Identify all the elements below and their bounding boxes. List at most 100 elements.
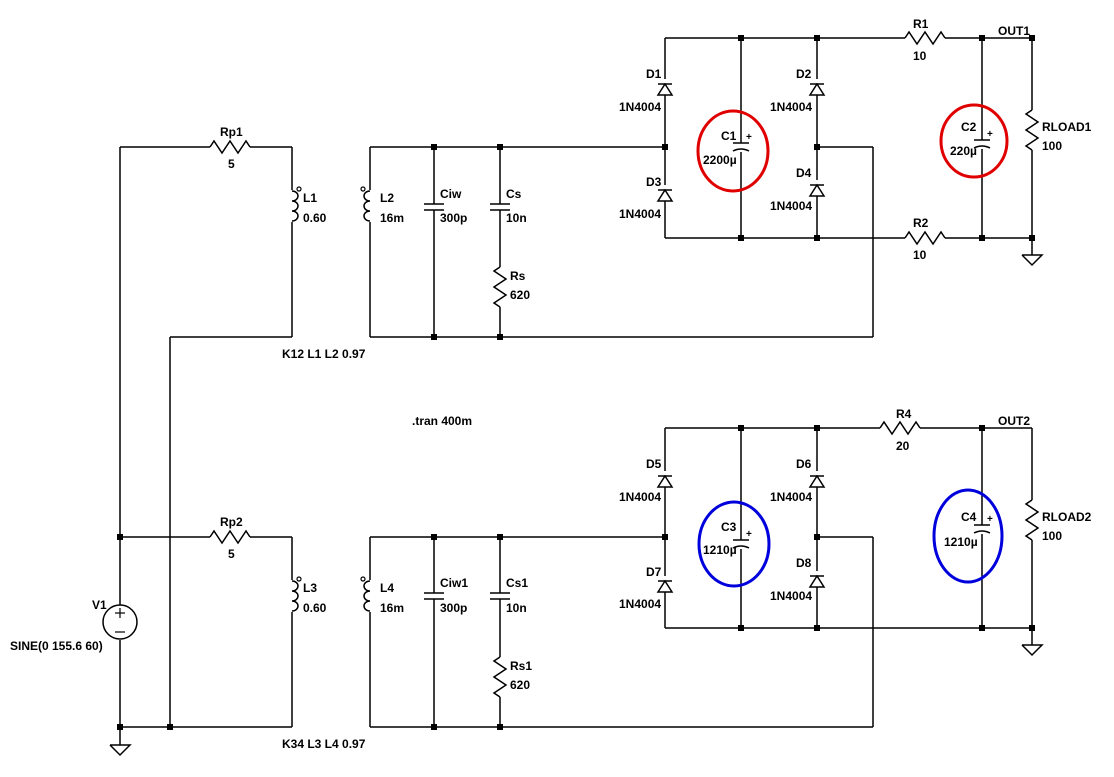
rload2-value: 100 — [1042, 529, 1062, 543]
capacitor-cs[interactable]: Cs 10n — [489, 187, 527, 225]
r4-value: 20 — [896, 439, 910, 453]
v1-name: V1 — [92, 598, 107, 612]
cs-value: 10n — [506, 211, 527, 225]
capacitor-c1[interactable]: C1 2200µ — [703, 129, 753, 167]
c1-name: C1 — [721, 129, 737, 143]
rp1-value: 5 — [228, 157, 235, 171]
resistor-rs[interactable]: Rs 620 — [493, 266, 530, 308]
rp1-name: Rp1 — [220, 125, 243, 139]
diode-d7[interactable]: D7 1N4004 — [619, 565, 673, 611]
c3-name: C3 — [721, 520, 737, 534]
d2-model: 1N4004 — [770, 100, 812, 114]
tran-directive[interactable]: .tran 400m — [412, 414, 472, 428]
ciw-name: Ciw — [440, 187, 462, 201]
ciw1-name: Ciw1 — [440, 576, 468, 590]
capacitor-ciw1[interactable]: Ciw1 300p — [423, 576, 468, 615]
inductor-l3[interactable]: L3 0.60 — [291, 576, 327, 615]
l2-name: L2 — [380, 191, 394, 205]
d1-model: 1N4004 — [619, 100, 661, 114]
l3-name: L3 — [303, 581, 317, 595]
diode-d8[interactable]: D8 1N4004 — [770, 556, 825, 603]
l1-value: 0.60 — [303, 211, 327, 225]
cs1-name: Cs1 — [506, 576, 528, 590]
inductor-l2[interactable]: L2 16m — [360, 186, 404, 225]
c2-name: C2 — [961, 120, 977, 134]
l1-name: L1 — [303, 191, 317, 205]
top-secondary-wiring — [369, 37, 1033, 338]
out1-label[interactable]: OUT1 — [998, 24, 1030, 38]
ciw-value: 300p — [440, 211, 467, 225]
c3-value: 1210µ — [703, 543, 737, 557]
v1-value: SINE(0 155.6 60) — [10, 639, 103, 653]
capacitor-c4[interactable]: C4 1210µ — [944, 510, 994, 549]
d3-name: D3 — [646, 175, 662, 189]
r1-name: R1 — [913, 17, 929, 31]
d8-name: D8 — [796, 556, 812, 570]
c4-name: C4 — [961, 510, 977, 524]
diode-d4[interactable]: D4 1N4004 — [770, 166, 825, 213]
d5-model: 1N4004 — [619, 490, 661, 504]
c4-value: 1210µ — [944, 535, 978, 549]
resistor-rload2[interactable]: RLOAD2 100 — [1025, 499, 1092, 543]
rload1-name: RLOAD1 — [1042, 120, 1092, 134]
rs1-value: 620 — [510, 678, 530, 692]
d2-name: D2 — [796, 67, 812, 81]
c2-highlight-circle — [939, 103, 1009, 179]
cs-name: Cs — [506, 187, 522, 201]
capacitor-c3[interactable]: C3 1210µ — [703, 520, 753, 557]
k34-directive[interactable]: K34 L3 L4 0.97 — [282, 737, 366, 751]
primary-wiring — [119, 146, 293, 745]
resistor-rp1[interactable]: Rp1 5 — [209, 125, 251, 171]
d6-model: 1N4004 — [770, 490, 812, 504]
inductor-l1[interactable]: L1 0.60 — [291, 186, 327, 225]
rp2-value: 5 — [228, 547, 235, 561]
out2-label[interactable]: OUT2 — [998, 414, 1030, 428]
r2-value: 10 — [913, 248, 927, 262]
l2-value: 16m — [380, 211, 404, 225]
capacitor-c2[interactable]: C2 220µ — [950, 120, 994, 158]
diode-d3[interactable]: D3 1N4004 — [619, 175, 673, 221]
diode-d1[interactable]: D1 1N4004 — [619, 67, 673, 114]
d4-model: 1N4004 — [770, 199, 812, 213]
voltage-source-v1[interactable]: V1 SINE(0 155.6 60) — [10, 598, 138, 653]
d4-name: D4 — [796, 166, 812, 180]
cs1-value: 10n — [506, 601, 527, 615]
inductor-l4[interactable]: L4 16m — [360, 576, 404, 615]
rs-value: 620 — [510, 288, 530, 302]
diode-d5[interactable]: D5 1N4004 — [619, 457, 673, 504]
d7-model: 1N4004 — [619, 597, 661, 611]
diode-d2[interactable]: D2 1N4004 — [770, 67, 825, 114]
d7-name: D7 — [646, 565, 662, 579]
c1-highlight-circle — [696, 109, 770, 193]
resistor-r2[interactable]: R2 10 — [904, 216, 946, 262]
l4-value: 16m — [380, 601, 404, 615]
r1-value: 10 — [913, 49, 927, 63]
rs-name: Rs — [510, 269, 526, 283]
k12-directive[interactable]: K12 L1 L2 0.97 — [282, 347, 366, 361]
r4-name: R4 — [896, 407, 912, 421]
resistor-r4[interactable]: R4 20 — [879, 407, 921, 453]
c4-highlight-circle — [932, 488, 1004, 584]
rp2-name: Rp2 — [220, 515, 243, 529]
l3-value: 0.60 — [303, 601, 327, 615]
d6-name: D6 — [796, 457, 812, 471]
l4-name: L4 — [380, 581, 394, 595]
d8-model: 1N4004 — [770, 589, 812, 603]
d5-name: D5 — [646, 457, 662, 471]
resistor-r1[interactable]: R1 10 — [904, 17, 946, 63]
capacitor-cs1[interactable]: Cs1 10n — [489, 576, 528, 615]
resistor-rp2[interactable]: Rp2 5 — [209, 515, 251, 561]
c3-highlight-circle — [697, 500, 771, 588]
diode-d6[interactable]: D6 1N4004 — [770, 457, 825, 504]
resistor-rload1[interactable]: RLOAD1 100 — [1025, 109, 1092, 153]
c1-value: 2200µ — [703, 153, 737, 167]
c2-value: 220µ — [950, 144, 977, 158]
d1-name: D1 — [646, 67, 662, 81]
capacitor-ciw[interactable]: Ciw 300p — [423, 187, 467, 225]
resistor-rs1[interactable]: Rs1 620 — [493, 656, 532, 698]
rload2-name: RLOAD2 — [1042, 510, 1092, 524]
ciw1-value: 300p — [440, 601, 467, 615]
rload1-value: 100 — [1042, 139, 1062, 153]
d3-model: 1N4004 — [619, 207, 661, 221]
